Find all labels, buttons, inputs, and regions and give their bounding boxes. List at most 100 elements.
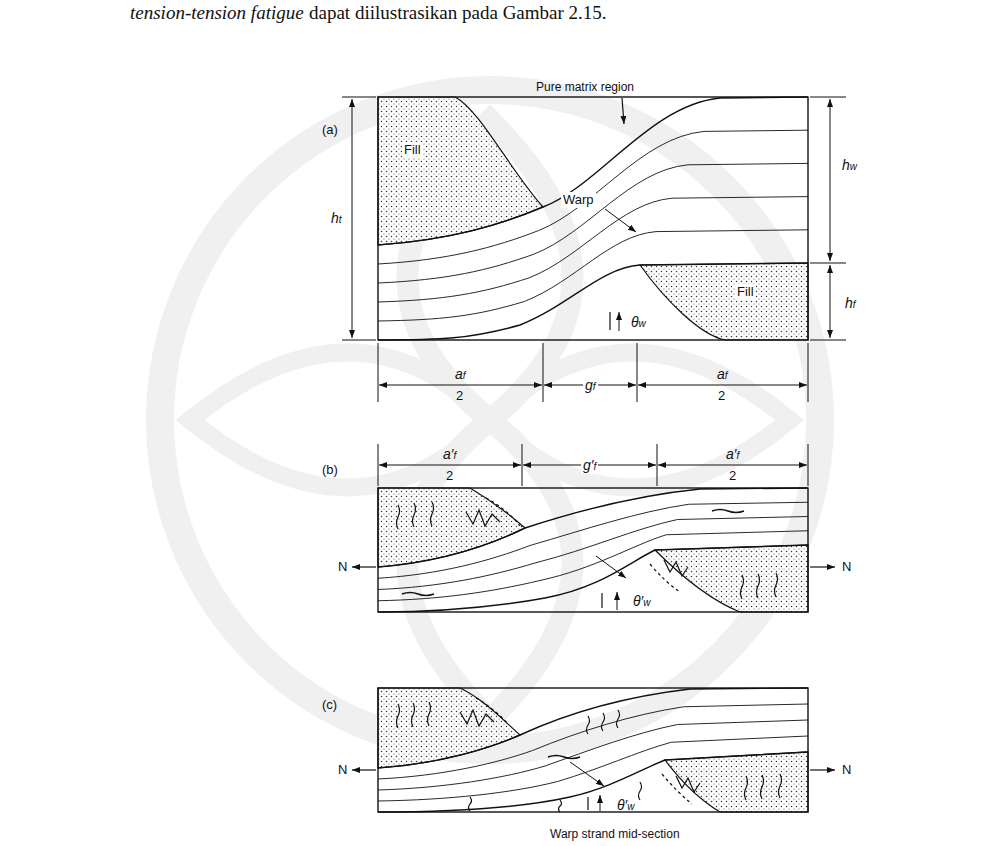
delamination xyxy=(712,510,744,513)
warp-fiber-line xyxy=(378,163,808,283)
extension-line xyxy=(522,444,523,486)
dimension-line xyxy=(830,99,831,261)
matrix-crack xyxy=(602,713,605,731)
matrix-crack xyxy=(775,573,778,597)
leader-arrow xyxy=(596,556,626,578)
matrix-crack xyxy=(617,710,620,728)
fill-strand xyxy=(655,545,808,612)
heading-text: tension-tension fatigue xyxy=(130,2,304,25)
matrix-crack xyxy=(428,702,431,726)
angle-arrow xyxy=(617,592,618,610)
delamination xyxy=(402,593,434,596)
fill-strand xyxy=(378,97,543,245)
load-arrow xyxy=(810,769,835,770)
heading-text: dapat diilustrasikan pada Gambar 2.15. xyxy=(309,2,607,25)
eroded-outline xyxy=(486,498,520,526)
extension-line xyxy=(378,444,379,486)
warp-fiber-line xyxy=(378,502,808,578)
angle-tick xyxy=(601,593,602,608)
matrix-crack xyxy=(587,716,590,734)
angle-tick xyxy=(609,312,610,330)
extension-line xyxy=(810,97,846,98)
fill-strand xyxy=(640,263,808,340)
delamination xyxy=(548,756,580,759)
warp-boundary xyxy=(378,97,808,245)
fill-damage xyxy=(664,560,688,576)
fill-strand xyxy=(378,688,520,768)
dimension-label: a′f xyxy=(443,446,456,463)
dimension-line xyxy=(379,385,542,386)
dimension-line xyxy=(830,265,831,338)
annotation-label: Pure matrix region xyxy=(536,80,634,94)
laminate-outline xyxy=(378,688,808,812)
extension-line xyxy=(342,340,376,341)
warp-boundary xyxy=(378,752,808,812)
leader-arrow xyxy=(622,98,624,124)
dimension-label: ht xyxy=(331,210,342,227)
panel-label: (b) xyxy=(322,462,338,478)
dimension-label: 2 xyxy=(729,468,736,484)
region-label: Fill xyxy=(735,284,756,300)
dimension-label: 2 xyxy=(446,468,453,484)
extension-line xyxy=(657,444,658,486)
matrix-crack xyxy=(412,703,415,727)
eroded-outline xyxy=(662,774,692,804)
matrix-crack xyxy=(397,704,400,728)
extension-line xyxy=(810,263,846,264)
dimension-line xyxy=(638,385,807,386)
dimension-label: hf xyxy=(845,295,856,312)
fill-strand xyxy=(665,752,808,812)
fill-damage xyxy=(676,776,700,792)
eroded-outline xyxy=(650,564,680,592)
region-label: Fill xyxy=(402,142,423,158)
matrix-crack xyxy=(745,776,748,800)
warp-fiber-line xyxy=(378,531,808,601)
dimension-label: g′f xyxy=(581,457,598,474)
eroded-outline xyxy=(476,698,508,724)
laminate-outline xyxy=(378,97,808,340)
watermark-ring xyxy=(160,90,820,750)
matrix-crack xyxy=(639,782,642,800)
extension-line xyxy=(637,343,638,402)
matrix-crack xyxy=(413,503,416,527)
watermark xyxy=(160,90,820,750)
dimension-line xyxy=(658,465,807,466)
dimension-label: af xyxy=(455,366,466,383)
matrix-crack xyxy=(469,797,472,811)
region-label: Warp xyxy=(561,192,596,208)
load-label: N xyxy=(338,762,347,778)
fill-damage xyxy=(466,510,500,526)
extension-line xyxy=(543,343,544,402)
load-label: N xyxy=(842,559,851,575)
extension-line xyxy=(378,343,379,402)
load-arrow xyxy=(352,769,376,770)
extension-line xyxy=(810,340,846,341)
warp-boundary xyxy=(378,545,808,612)
laminate-outline xyxy=(378,488,808,612)
leader-arrow xyxy=(570,762,604,786)
angle-label: θw xyxy=(631,314,646,331)
matrix-crack xyxy=(559,800,562,812)
load-arrow xyxy=(352,566,376,567)
warp-fiber-line xyxy=(378,704,808,779)
fill-damage xyxy=(460,710,494,726)
dimension-label: 2 xyxy=(718,388,725,404)
matrix-crack xyxy=(741,575,744,599)
matrix-crack xyxy=(779,774,782,798)
matrix-crack xyxy=(397,505,400,529)
dimension-line xyxy=(379,465,521,466)
panel-label: (a) xyxy=(322,122,338,138)
angle-arrow xyxy=(619,312,620,331)
watermark-petal xyxy=(190,353,490,488)
dimension-label: gf xyxy=(583,377,598,394)
extension-line xyxy=(342,97,376,98)
matrix-crack xyxy=(431,502,434,526)
load-label: N xyxy=(338,559,347,575)
load-label: N xyxy=(842,762,851,778)
warp-fiber-line xyxy=(378,230,808,321)
angle-label: θ′w xyxy=(617,797,634,814)
angle-label: θ′w xyxy=(633,593,650,610)
warp-fiber-line xyxy=(378,197,808,302)
